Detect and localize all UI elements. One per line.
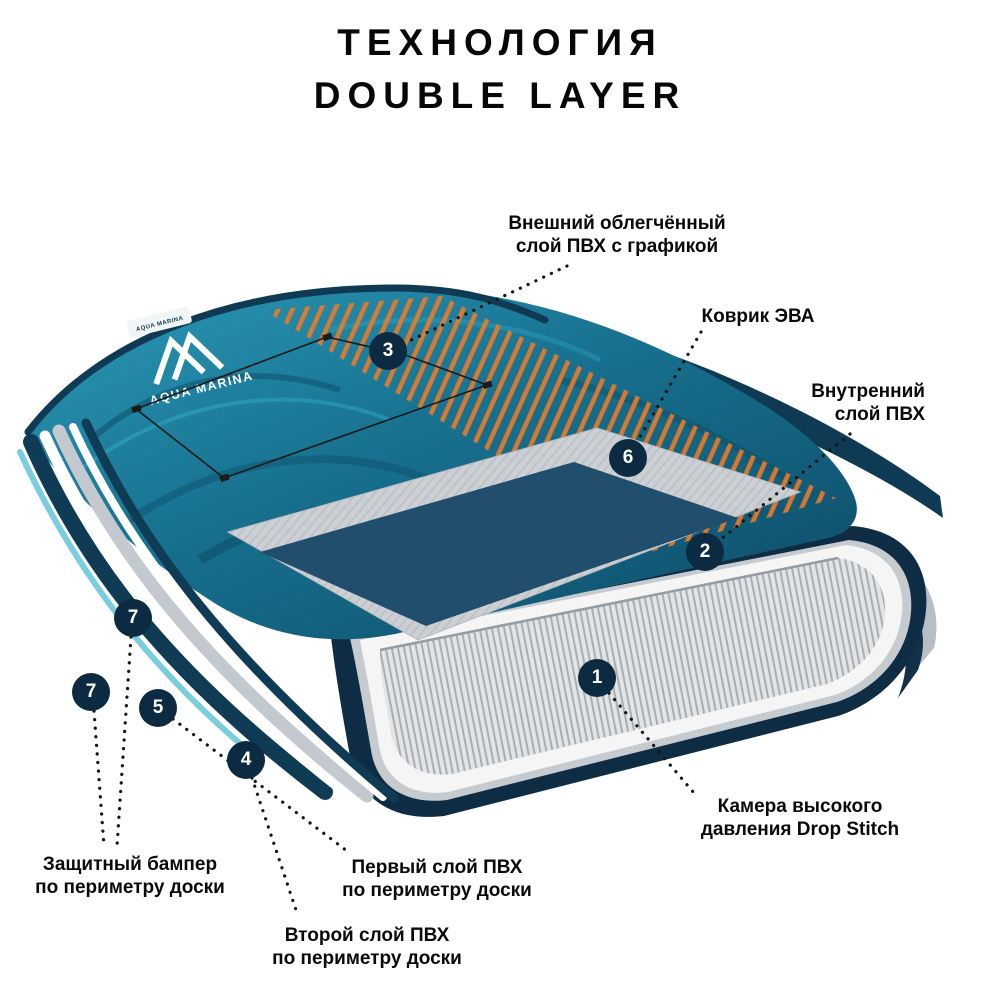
label-inner-pvc-line-2: слой ПВХ (834, 404, 925, 425)
cutaway-cross-section (330, 526, 927, 817)
label-first-pvc-line-1: Первый слой ПВХ (351, 857, 523, 878)
label-second-rail-pvc-layer: Второй слой ПВХ по периметру доски (252, 924, 482, 970)
outer-layer-pointer-lines (131, 332, 493, 483)
label-first-rail-pvc-layer: Первый слой ПВХ по периметру доски (322, 856, 552, 902)
callout-badge-6: 6 (609, 439, 647, 477)
callout-badge-2: 2 (686, 533, 724, 571)
callout-badge-7-upper: 7 (114, 599, 152, 637)
callout-badge-3: 3 (369, 332, 407, 370)
label-eva-mat: Коврик ЭВА (688, 305, 828, 328)
callout-leader-lines (92, 264, 852, 918)
label-outer-pvc-layer: Внешний облегчённый слой ПВХ с графикой (486, 212, 748, 258)
title-line-2: DOUBLE LAYER (313, 75, 687, 116)
title-line-1: ТЕХНОЛОГИЯ (337, 22, 663, 63)
label-inner-pvc-line-1: Внутренний (811, 381, 925, 402)
callout-badge-7-lower: 7 (72, 673, 110, 711)
diagram-title: ТЕХНОЛОГИЯ DOUBLE LAYER (0, 22, 1000, 117)
label-bumper-line-1: Защитный бампер (42, 854, 218, 875)
callout-badge-1: 1 (578, 659, 616, 697)
am-monogram-icon (153, 331, 225, 386)
label-protective-bumper: Защитный бампер по периметру доски (15, 853, 245, 899)
label-outer-pvc-line-2: слой ПВХ с графикой (515, 236, 719, 257)
label-first-pvc-line-2: по периметру доски (342, 880, 532, 901)
label-drop-stitch-line-2: давления Drop Stitch (700, 819, 900, 840)
deck-panel (260, 462, 738, 626)
label-bumper-line-2: по периметру доски (35, 877, 225, 898)
callout-badge-4: 4 (227, 741, 265, 779)
callout-badge-5: 5 (139, 689, 177, 727)
label-eva-line-1: Коврик ЭВА (701, 306, 815, 327)
label-second-pvc-line-2: по периметру доски (272, 948, 462, 969)
label-drop-stitch-chamber: Камера высокого давления Drop Stitch (680, 795, 920, 841)
drop-stitch-core (379, 556, 886, 775)
brand-patch (126, 306, 192, 338)
label-drop-stitch-line-1: Камера высокого (717, 796, 883, 817)
label-inner-pvc-layer: Внутренний слой ПВХ (795, 380, 925, 426)
label-second-pvc-line-1: Второй слой ПВХ (284, 925, 450, 946)
eva-mat (226, 427, 802, 641)
label-outer-pvc-line-1: Внешний облегчённый (508, 213, 726, 234)
